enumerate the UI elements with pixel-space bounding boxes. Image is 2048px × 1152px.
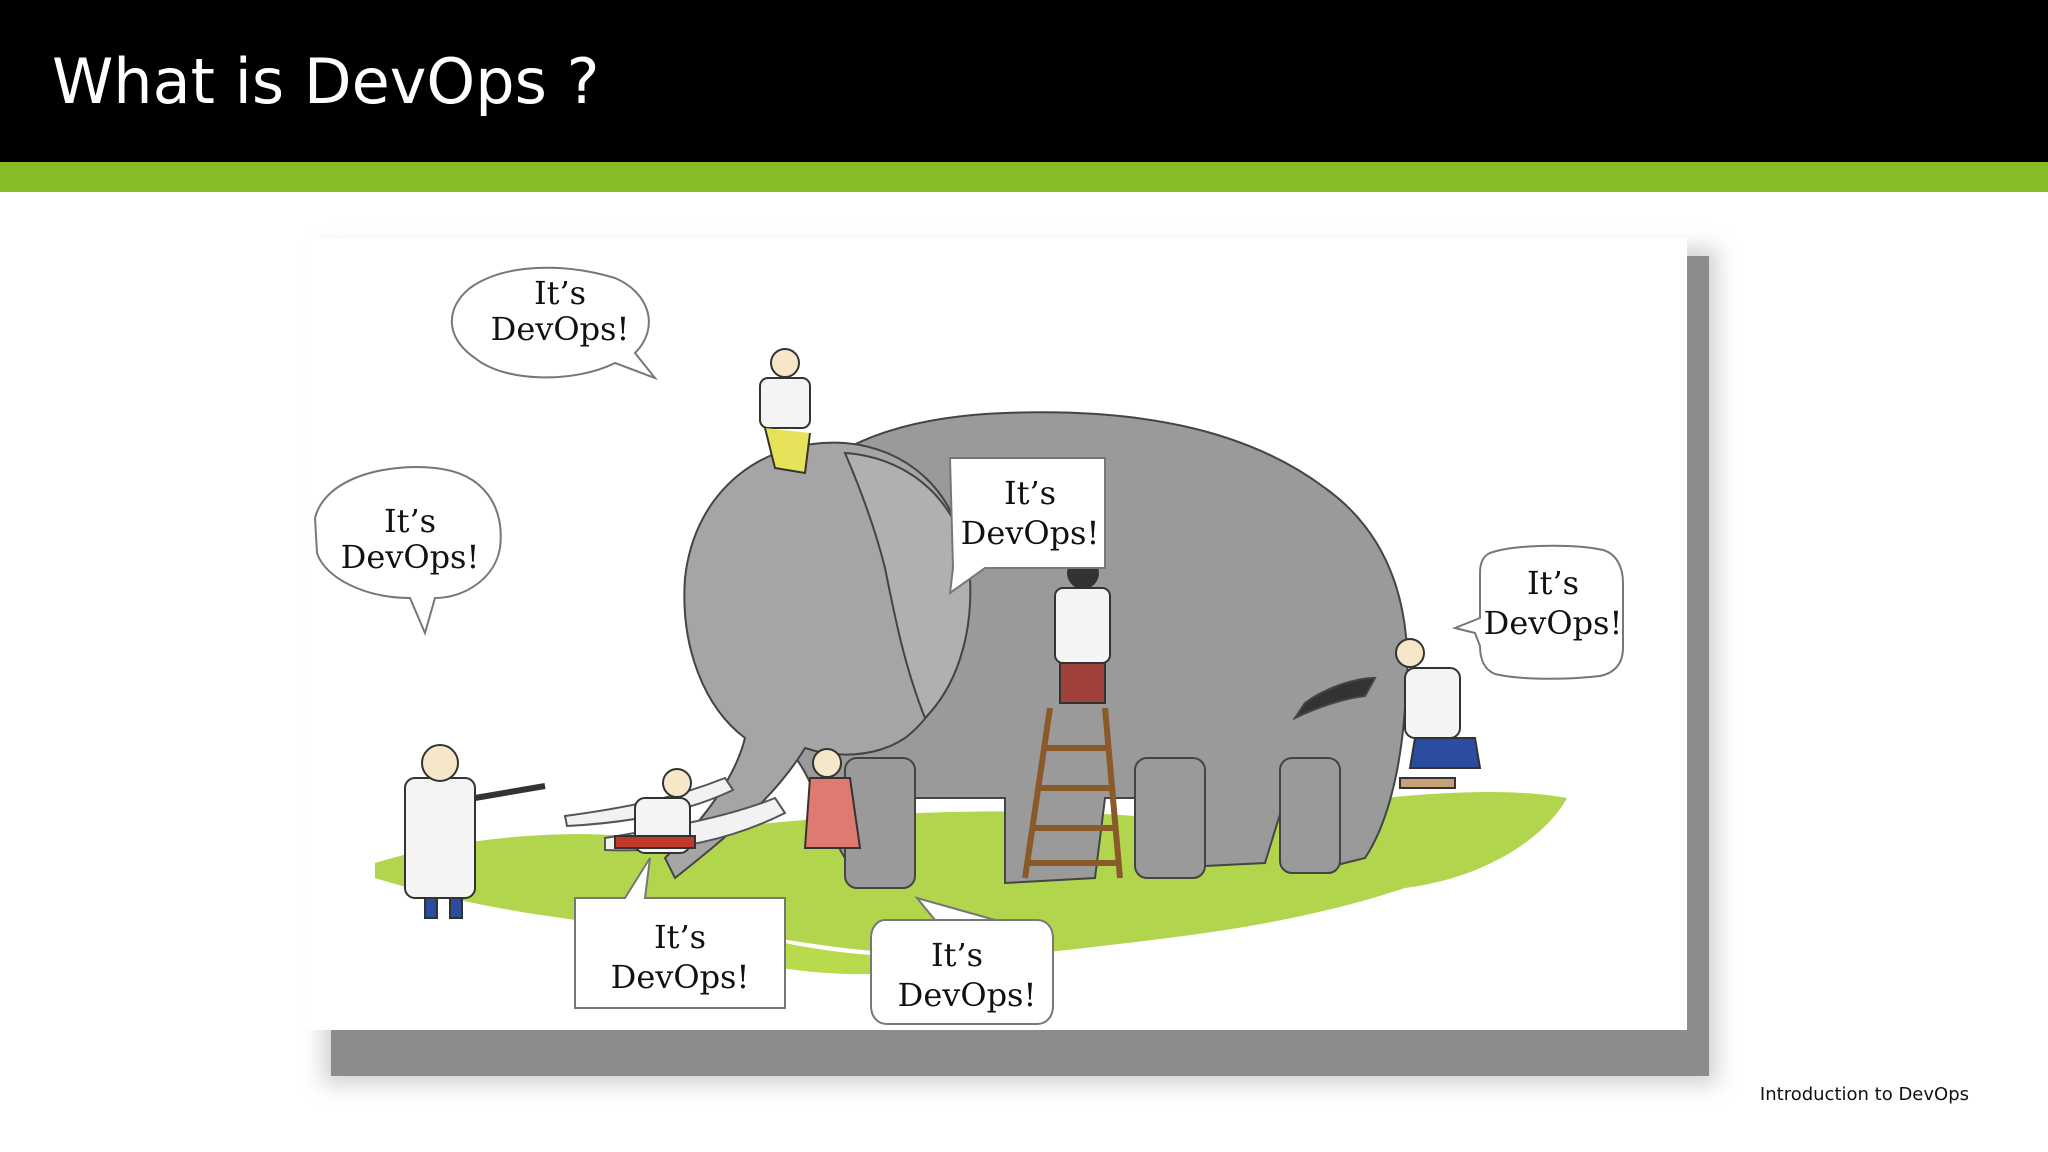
bubble-bottom-left-line1: It’s	[654, 918, 706, 956]
bubble-left-line2: DevOps!	[341, 538, 480, 576]
speech-bubble-bottom-left: It’s DevOps!	[574, 857, 786, 1009]
title-bar	[0, 0, 2048, 162]
bubble-bottom-center-line2: DevOps!	[898, 976, 1037, 1014]
bubble-center-line2: DevOps!	[961, 514, 1100, 552]
slide-footer: Introduction to DevOps	[1759, 1084, 1969, 1105]
bubble-top-line1: It’s	[534, 274, 586, 312]
accent-bar	[0, 162, 2048, 192]
person-left	[404, 744, 546, 919]
cartoon-image: It’s DevOps! It’s DevOps! It’s DevOps! I…	[305, 238, 1687, 1030]
bubble-right-line1: It’s	[1527, 564, 1579, 602]
bubble-top-line2: DevOps!	[491, 310, 630, 348]
bubble-bottom-left-line2: DevOps!	[611, 958, 750, 996]
person-kneeling	[614, 768, 696, 854]
speech-bubble-center: It’s DevOps!	[948, 457, 1106, 596]
elephant	[663, 411, 1409, 889]
person-right	[1395, 638, 1482, 789]
bubble-right-line2: DevOps!	[1484, 604, 1623, 642]
cartoon-figure: It’s DevOps! It’s DevOps! It’s DevOps! I…	[305, 238, 1709, 1078]
slide-title: What is DevOps ?	[52, 45, 600, 118]
bubble-center-line1: It’s	[1004, 474, 1056, 512]
speech-bubble-left: It’s DevOps!	[313, 466, 502, 636]
speech-bubble-top: It’s DevOps!	[450, 266, 659, 381]
person-woman	[803, 748, 862, 849]
person-ladder	[1022, 557, 1123, 879]
person-top	[759, 348, 811, 475]
speech-bubble-bottom-center: It’s DevOps!	[870, 896, 1054, 1025]
bubble-bottom-center-line1: It’s	[931, 936, 983, 974]
speech-bubble-right: It’s DevOps!	[1451, 544, 1624, 680]
bubble-left-line1: It’s	[384, 502, 436, 540]
